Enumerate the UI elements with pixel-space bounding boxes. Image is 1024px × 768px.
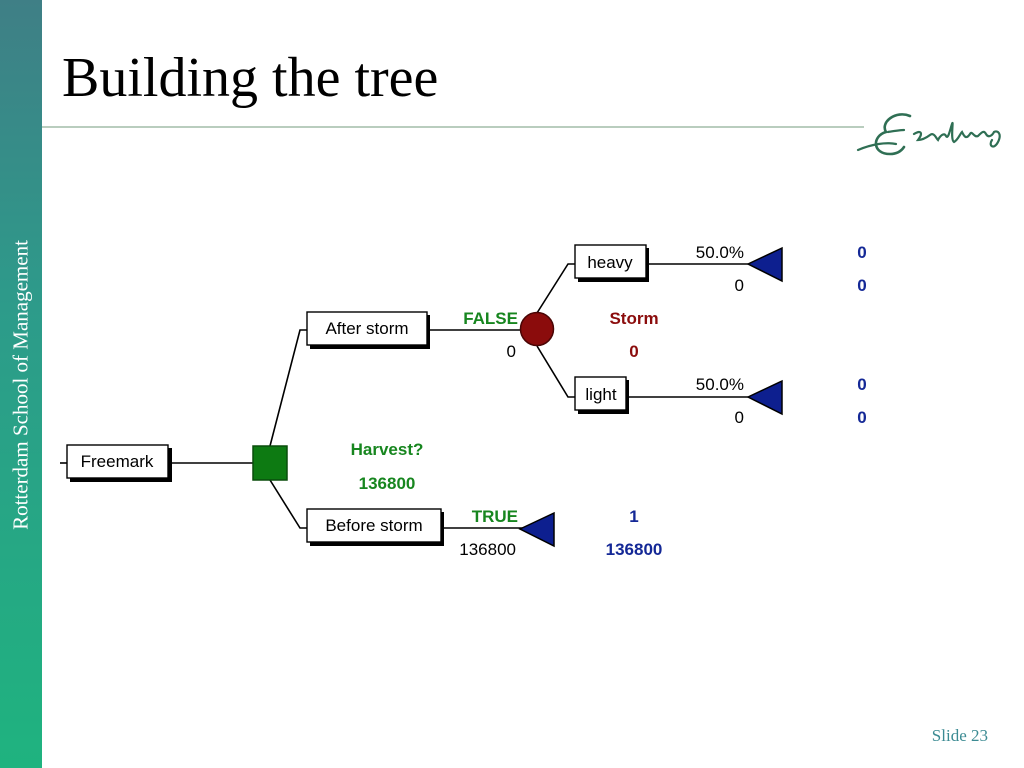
before-storm-outcome-probability: 1: [629, 507, 638, 526]
light-branch-line: [536, 345, 748, 398]
sidebar: Rotterdam School of Management: [0, 0, 42, 768]
heavy-value: 0: [735, 276, 744, 295]
slide-number: Slide 23: [931, 726, 988, 745]
freemark-box: Freemark: [66, 444, 172, 482]
after-storm-branch-line: [269, 329, 520, 447]
before-storm-branch-line: [269, 479, 524, 529]
light-outcome-probability: 0: [857, 375, 866, 394]
light-outcome-payoff: 0: [857, 408, 866, 427]
heavy-box: heavy: [574, 244, 649, 282]
terminal-node-before-storm: [518, 511, 555, 548]
before-storm-flag: TRUE: [472, 507, 518, 526]
slide-title: Building the tree: [62, 47, 439, 109]
heavy-outcome-probability: 0: [857, 243, 866, 262]
after-storm-box: After storm: [306, 311, 430, 349]
light-value: 0: [735, 408, 744, 427]
heavy-outcome-payoff: 0: [857, 276, 866, 295]
decision-node-name: Harvest?: [351, 440, 424, 459]
freemark-label: Freemark: [81, 452, 154, 471]
before-storm-label: Before storm: [325, 516, 422, 535]
erasmus-signature-logo-icon: [856, 113, 1001, 156]
before-storm-outcome-payoff: 136800: [606, 540, 663, 559]
before-storm-box: Before storm: [306, 508, 444, 546]
after-storm-flag: FALSE: [463, 309, 518, 328]
heavy-label: heavy: [587, 253, 633, 272]
title-divider: [42, 126, 864, 128]
heavy-branch-line: [536, 263, 748, 314]
light-box: light: [574, 376, 629, 414]
after-storm-label: After storm: [325, 319, 408, 338]
light-label: light: [585, 385, 616, 404]
chance-node-name: Storm: [609, 309, 658, 328]
chance-node-circle: [519, 311, 555, 347]
light-probability: 50.0%: [696, 375, 744, 394]
after-storm-value: 0: [507, 342, 516, 361]
terminal-node-light: [746, 379, 783, 416]
heavy-probability: 50.0%: [696, 243, 744, 262]
before-storm-value: 136800: [459, 540, 516, 559]
chance-node-value: 0: [629, 342, 638, 361]
terminal-node-heavy: [746, 246, 783, 283]
decision-node-value: 136800: [359, 474, 416, 493]
decision-node-square: [252, 445, 288, 481]
